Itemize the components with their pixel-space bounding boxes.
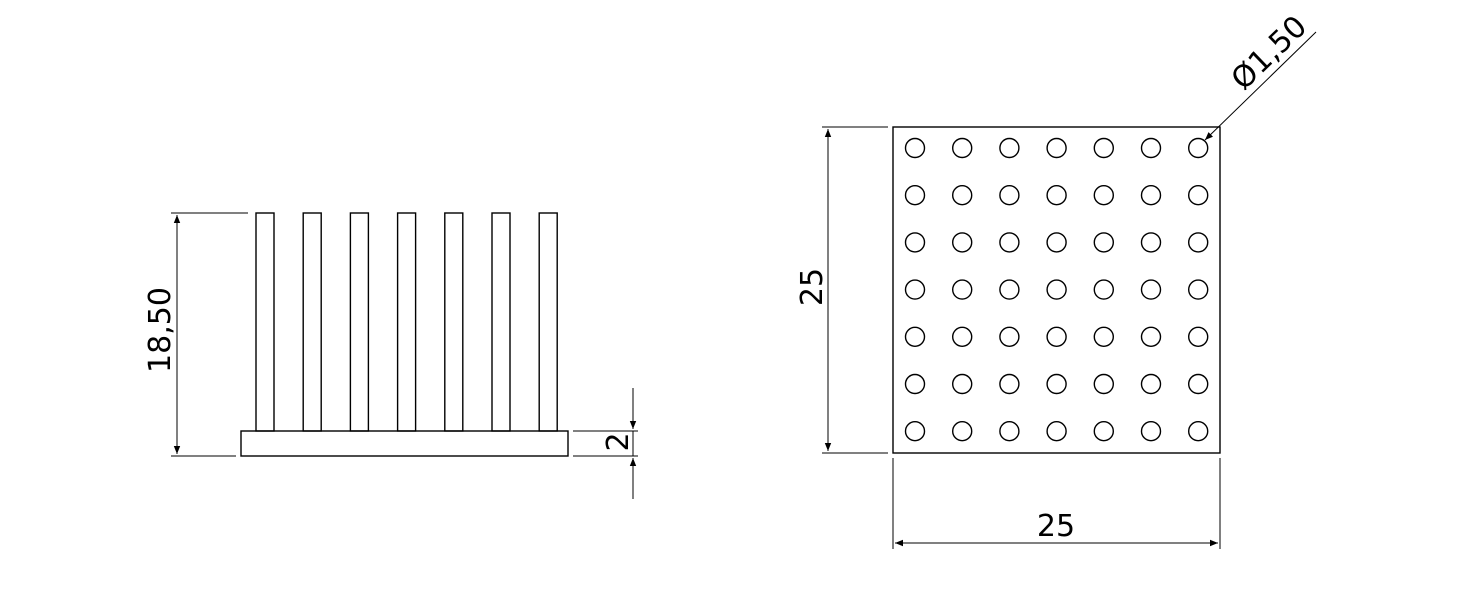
side-view-pin xyxy=(349,212,370,432)
top-view-pin-hole xyxy=(999,137,1020,159)
top-view-pin-hole xyxy=(1140,279,1162,300)
top-view-pin-hole xyxy=(904,421,926,442)
pin-diameter-callout: Ø1,50 xyxy=(1204,9,1317,141)
top-view-pin-hole xyxy=(1093,421,1115,442)
top-view-pin-hole xyxy=(952,232,973,253)
top-view-pin-hole xyxy=(1093,184,1115,206)
top-view-pin-hole xyxy=(999,421,1020,442)
top-view-pin-hole xyxy=(904,137,926,159)
base-thickness-dimension: 2 xyxy=(573,388,638,499)
side-view-pin xyxy=(444,212,464,432)
top-view-pin-hole xyxy=(1046,326,1067,347)
top-view-pin-hole xyxy=(1187,326,1209,347)
side-view-pin xyxy=(491,212,511,432)
top-height-dimension: 25 xyxy=(795,126,888,454)
top-view-pin-hole xyxy=(1140,232,1162,253)
top-view-pin-hole xyxy=(999,279,1020,300)
top-view-pin-hole xyxy=(1187,373,1209,395)
top-view-pin-hole xyxy=(1093,232,1115,253)
top-view-pin-hole xyxy=(1187,184,1209,206)
top-view-pin-hole xyxy=(1046,421,1067,442)
side-view-pin xyxy=(255,212,275,432)
top-view-pin-hole xyxy=(999,326,1020,347)
side-view-pins xyxy=(255,212,558,432)
top-width-label: 25 xyxy=(1037,509,1075,544)
base-thickness-label: 2 xyxy=(601,432,636,451)
top-view-pin-hole xyxy=(1046,279,1067,300)
top-view-pin-grid xyxy=(904,137,1209,442)
top-view-pin-hole xyxy=(999,373,1020,395)
side-view-pin xyxy=(302,212,322,432)
top-view-pin-hole xyxy=(904,184,926,206)
top-view-pin-hole xyxy=(1093,373,1115,395)
top-view-pin-hole xyxy=(1140,421,1162,442)
top-view-pin-hole xyxy=(999,232,1020,253)
top-view-pin-hole xyxy=(952,184,973,206)
top-view-pin-hole xyxy=(1187,279,1209,300)
top-view-pin-hole xyxy=(1140,137,1162,159)
diameter-leader-line xyxy=(1204,31,1317,141)
top-view-pin-hole xyxy=(1093,326,1115,347)
top-view: 25 25 Ø1,50 xyxy=(795,9,1317,549)
top-view-pin-hole xyxy=(1140,373,1162,395)
top-view-pin-hole xyxy=(1046,184,1067,206)
side-view-pin xyxy=(538,212,558,432)
top-view-pin-hole xyxy=(1046,373,1067,395)
top-view-pin-hole xyxy=(1093,137,1115,159)
top-height-label: 25 xyxy=(795,268,830,306)
top-view-pin-hole xyxy=(904,232,926,253)
side-view-base-plate xyxy=(240,430,569,457)
top-view-pin-hole xyxy=(1187,232,1209,253)
top-view-pin-hole xyxy=(952,326,973,347)
top-width-dimension: 25 xyxy=(892,458,1221,549)
side-view-pin xyxy=(396,212,417,432)
top-view-pin-hole xyxy=(1093,279,1115,300)
top-view-pin-hole xyxy=(904,279,926,300)
top-view-pin-hole xyxy=(1187,421,1209,442)
top-view-pin-hole xyxy=(952,373,973,395)
top-view-pin-hole xyxy=(999,184,1020,206)
top-view-pin-hole xyxy=(952,421,973,442)
height-dimension: 18,50 xyxy=(143,212,248,457)
top-view-pin-hole xyxy=(1187,137,1209,159)
top-view-pin-hole xyxy=(1140,184,1162,206)
top-view-pin-hole xyxy=(904,326,926,347)
pin-diameter-label: Ø1,50 xyxy=(1225,9,1314,97)
top-view-pin-hole xyxy=(1046,137,1067,159)
height-dimension-label: 18,50 xyxy=(143,287,178,373)
side-view: 18,50 2 xyxy=(143,212,638,499)
top-view-outline xyxy=(892,126,1221,454)
top-view-pin-hole xyxy=(952,137,973,159)
top-view-pin-hole xyxy=(904,373,926,395)
top-view-pin-hole xyxy=(1046,232,1067,253)
top-view-pin-hole xyxy=(1140,326,1162,347)
top-view-pin-hole xyxy=(952,279,973,300)
